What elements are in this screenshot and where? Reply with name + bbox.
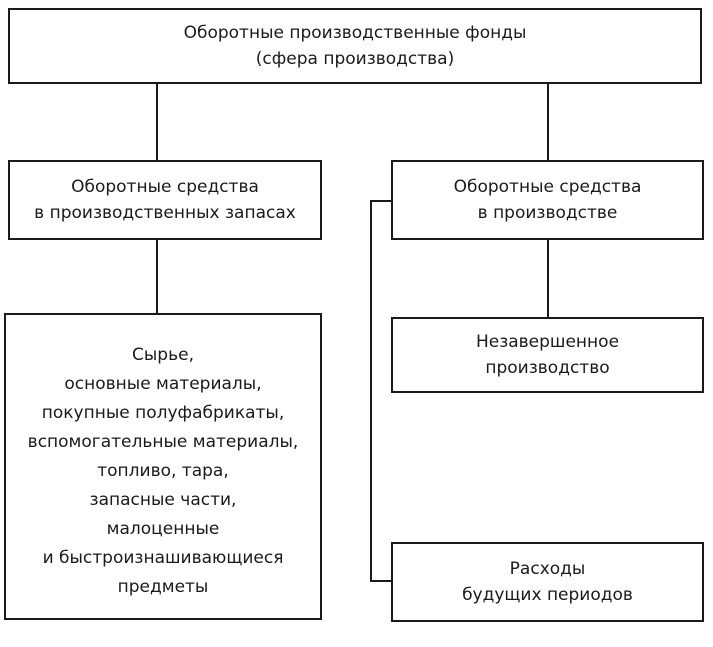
box-text-line: Расходы — [509, 559, 586, 579]
box-future-period-expenses: Расходы будущих периодов — [391, 542, 704, 622]
bracket-top-arm — [370, 200, 391, 202]
box-text-line: предметы — [117, 577, 209, 597]
connector-top-to-stock — [156, 84, 158, 160]
box-text-line: основные материалы, — [64, 374, 262, 394]
box-text-line: топливо, тара, — [97, 461, 229, 481]
box-working-assets-in-production: Оборотные средства в производстве — [391, 160, 704, 240]
connector-production-to-wip — [547, 240, 549, 317]
box-text-line: вспомогательные материалы, — [27, 432, 299, 452]
box-text-line: Незавершенное — [475, 332, 620, 352]
connector-top-to-production — [547, 84, 549, 160]
box-text-line: производство — [485, 358, 610, 378]
box-text-line: Оборотные производственные фонды — [183, 23, 527, 43]
box-text-line: запасные части, — [89, 490, 237, 510]
box-text-line: покупные полуфабрикаты, — [41, 403, 285, 423]
box-raw-materials: Сырье, основные материалы, покупные полу… — [4, 313, 322, 620]
box-text-line: будущих периодов — [462, 585, 633, 605]
box-work-in-progress: Незавершенное производство — [391, 317, 704, 393]
bracket-vertical — [370, 200, 372, 582]
box-text-line: Оборотные средства — [71, 177, 259, 197]
box-text-line: малоценные — [106, 519, 220, 539]
box-text-line: (сфера производства) — [255, 49, 455, 69]
connector-stock-to-raw — [156, 240, 158, 313]
box-text-line: в производстве — [477, 203, 618, 223]
box-text-line: и быстроизнашивающиеся — [42, 548, 284, 568]
box-text-line: в производственных запасах — [34, 203, 296, 223]
box-text-line: Оборотные средства — [453, 177, 642, 197]
box-working-assets-in-stock: Оборотные средства в производственных за… — [8, 160, 322, 240]
box-text-line: Сырье, — [132, 345, 194, 365]
bracket-bottom-arm — [370, 580, 391, 582]
box-working-production-funds: Оборотные производственные фонды (сфера … — [8, 8, 702, 84]
